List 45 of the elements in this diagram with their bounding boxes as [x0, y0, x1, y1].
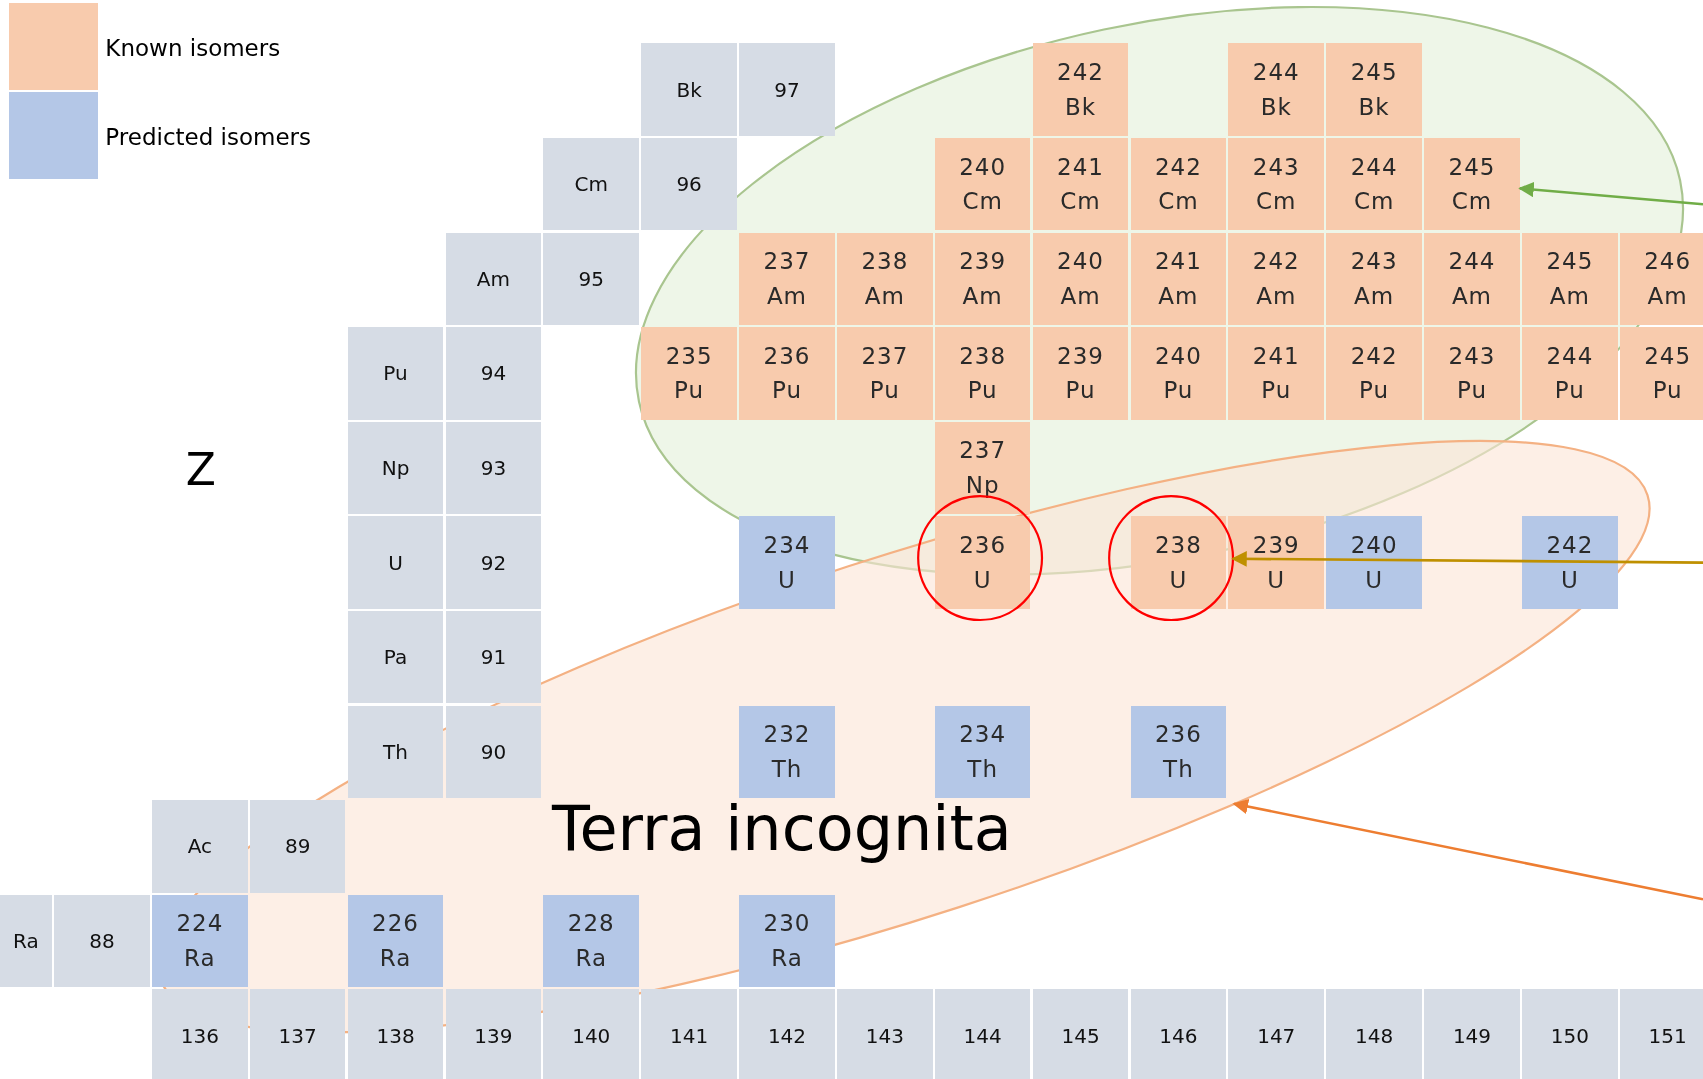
- nuclide-axis-cell: Cm: [543, 138, 640, 231]
- nuclide-axis-cell: 93: [445, 421, 542, 515]
- nuclide-axis-cell: 140: [543, 989, 640, 1079]
- nuclide-axis-cell: 88: [54, 894, 150, 988]
- isotope-cell: 245 Pu: [1619, 327, 1703, 420]
- nuclide-axis-cell: U: [347, 516, 444, 609]
- nuclide-axis-cell: 151: [1619, 989, 1703, 1079]
- nuclide-axis-cell: Am: [445, 232, 542, 325]
- nuclide-axis-cell: 145: [1032, 989, 1129, 1079]
- nuclide-axis-cell: 95: [543, 232, 640, 325]
- nuclide-axis-cell: 92: [445, 516, 542, 609]
- highlight-circle: [1106, 494, 1235, 623]
- nuclide-axis-cell: 149: [1424, 989, 1520, 1079]
- legend-label: Known isomers: [105, 34, 281, 61]
- nuclide-axis-cell: Pu: [347, 327, 444, 420]
- isotope-cell: 234 U: [739, 516, 835, 609]
- nuclide-axis-cell: Ac: [152, 800, 248, 893]
- nuclide-axis-cell: 137: [249, 989, 346, 1079]
- nuclide-axis-cell: 97: [739, 43, 835, 136]
- isotope-cell: 246 Am: [1619, 232, 1703, 325]
- axis-label: Z: [185, 443, 216, 495]
- nuclide-axis-cell: Pa: [347, 611, 444, 704]
- nuclide-axis-cell: 91: [445, 611, 542, 704]
- arrow: [1232, 798, 1703, 901]
- nuclide-axis-cell: 138: [347, 989, 444, 1079]
- nuclide-axis-cell: Np: [347, 421, 444, 515]
- nuclide-axis-cell: 139: [445, 989, 542, 1079]
- arrow: [1231, 551, 1703, 567]
- nuclide-axis-cell: Ra: [0, 894, 52, 988]
- nuclide-axis-cell: 136: [152, 989, 248, 1079]
- nuclide-axis-cell: Th: [347, 705, 444, 798]
- nuclide-axis-cell: 142: [739, 989, 835, 1079]
- nuclide-axis-cell: 148: [1326, 989, 1422, 1079]
- nuclide-axis-cell: Bk: [641, 43, 737, 136]
- legend-label: Predicted isomers: [105, 123, 312, 150]
- arrow: [1518, 181, 1703, 206]
- isotope-cell: 224 Ra: [152, 894, 248, 988]
- nuclide-axis-cell: 141: [641, 989, 737, 1079]
- nuclide-axis-cell: 144: [934, 989, 1031, 1079]
- nuclide-axis-cell: 147: [1228, 989, 1325, 1079]
- nuclide-axis-cell: 146: [1130, 989, 1227, 1079]
- nuclide-axis-cell: 143: [837, 989, 933, 1079]
- nuclide-axis-cell: 96: [641, 138, 737, 231]
- nuclide-axis-cell: 94: [445, 327, 542, 420]
- nuclide-axis-cell: 150: [1522, 989, 1618, 1079]
